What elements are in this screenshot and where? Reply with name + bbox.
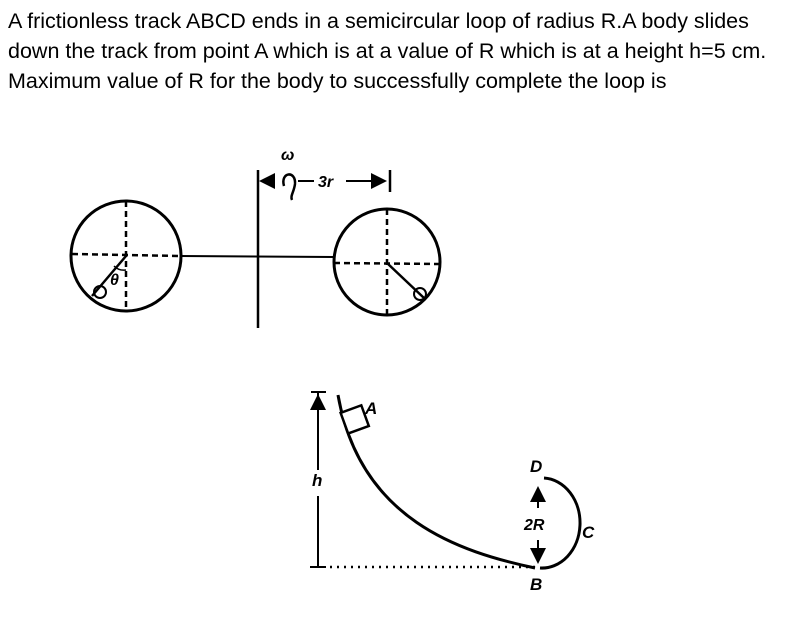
point-D-label: D <box>530 457 542 476</box>
rotation-arrow-icon <box>282 173 297 201</box>
point-C-label: C <box>582 523 595 542</box>
track-curve <box>336 394 536 570</box>
omega-label: ω <box>281 147 294 164</box>
right-wheel <box>332 207 442 317</box>
question-text: A frictionless track ABCD ends in a semi… <box>8 9 767 93</box>
rotating-wheels-figure: ω 3r θ <box>69 147 442 328</box>
distance-label: 3r <box>318 174 334 191</box>
loop-semicircle <box>539 476 582 570</box>
point-B-label: B <box>530 575 542 594</box>
block-A <box>339 403 371 436</box>
point-A-label: A <box>364 399 377 418</box>
diameter-label: 2R <box>523 517 545 534</box>
loop-track-figure: A B C D h 2R <box>310 391 595 594</box>
height-label: h <box>312 471 322 490</box>
theta-label: θ <box>110 272 119 289</box>
left-wheel <box>69 199 183 313</box>
